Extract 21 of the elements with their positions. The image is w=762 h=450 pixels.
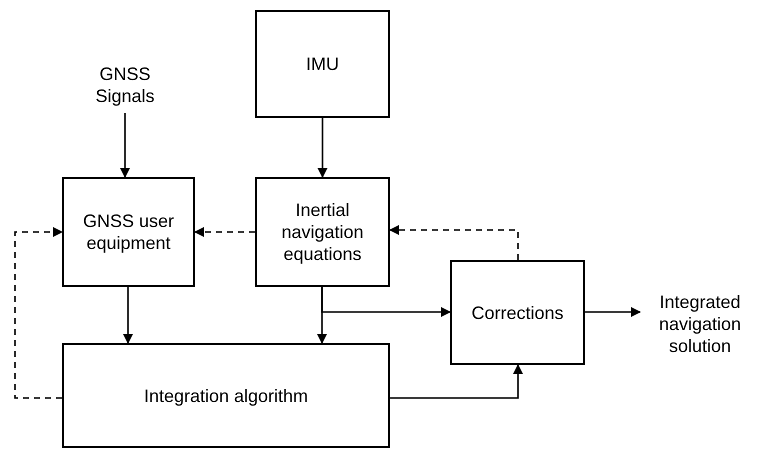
process-box bbox=[62, 343, 390, 448]
node-label: GNSS user equipment bbox=[82, 210, 176, 254]
arrow bbox=[123, 287, 133, 344]
arrow bbox=[318, 118, 328, 178]
arrow bbox=[585, 307, 641, 317]
node-label: GNSS Signals bbox=[94, 63, 156, 107]
process-box bbox=[62, 177, 195, 287]
arrow bbox=[120, 113, 130, 178]
node-label: Corrections bbox=[471, 302, 564, 324]
process-box bbox=[255, 10, 390, 118]
arrow bbox=[321, 287, 451, 317]
node-label: Integration algorithm bbox=[144, 384, 308, 406]
node-label: Inertial navigation equations bbox=[280, 199, 365, 265]
node-label: IMU bbox=[306, 53, 339, 75]
arrow bbox=[390, 364, 523, 399]
process-box bbox=[450, 260, 585, 365]
dashed-arrow bbox=[389, 225, 519, 260]
dashed-arrow bbox=[194, 227, 255, 237]
dashed-arrow bbox=[14, 227, 63, 399]
process-box bbox=[255, 177, 390, 287]
node-label: Integrated navigation solution bbox=[658, 291, 742, 357]
